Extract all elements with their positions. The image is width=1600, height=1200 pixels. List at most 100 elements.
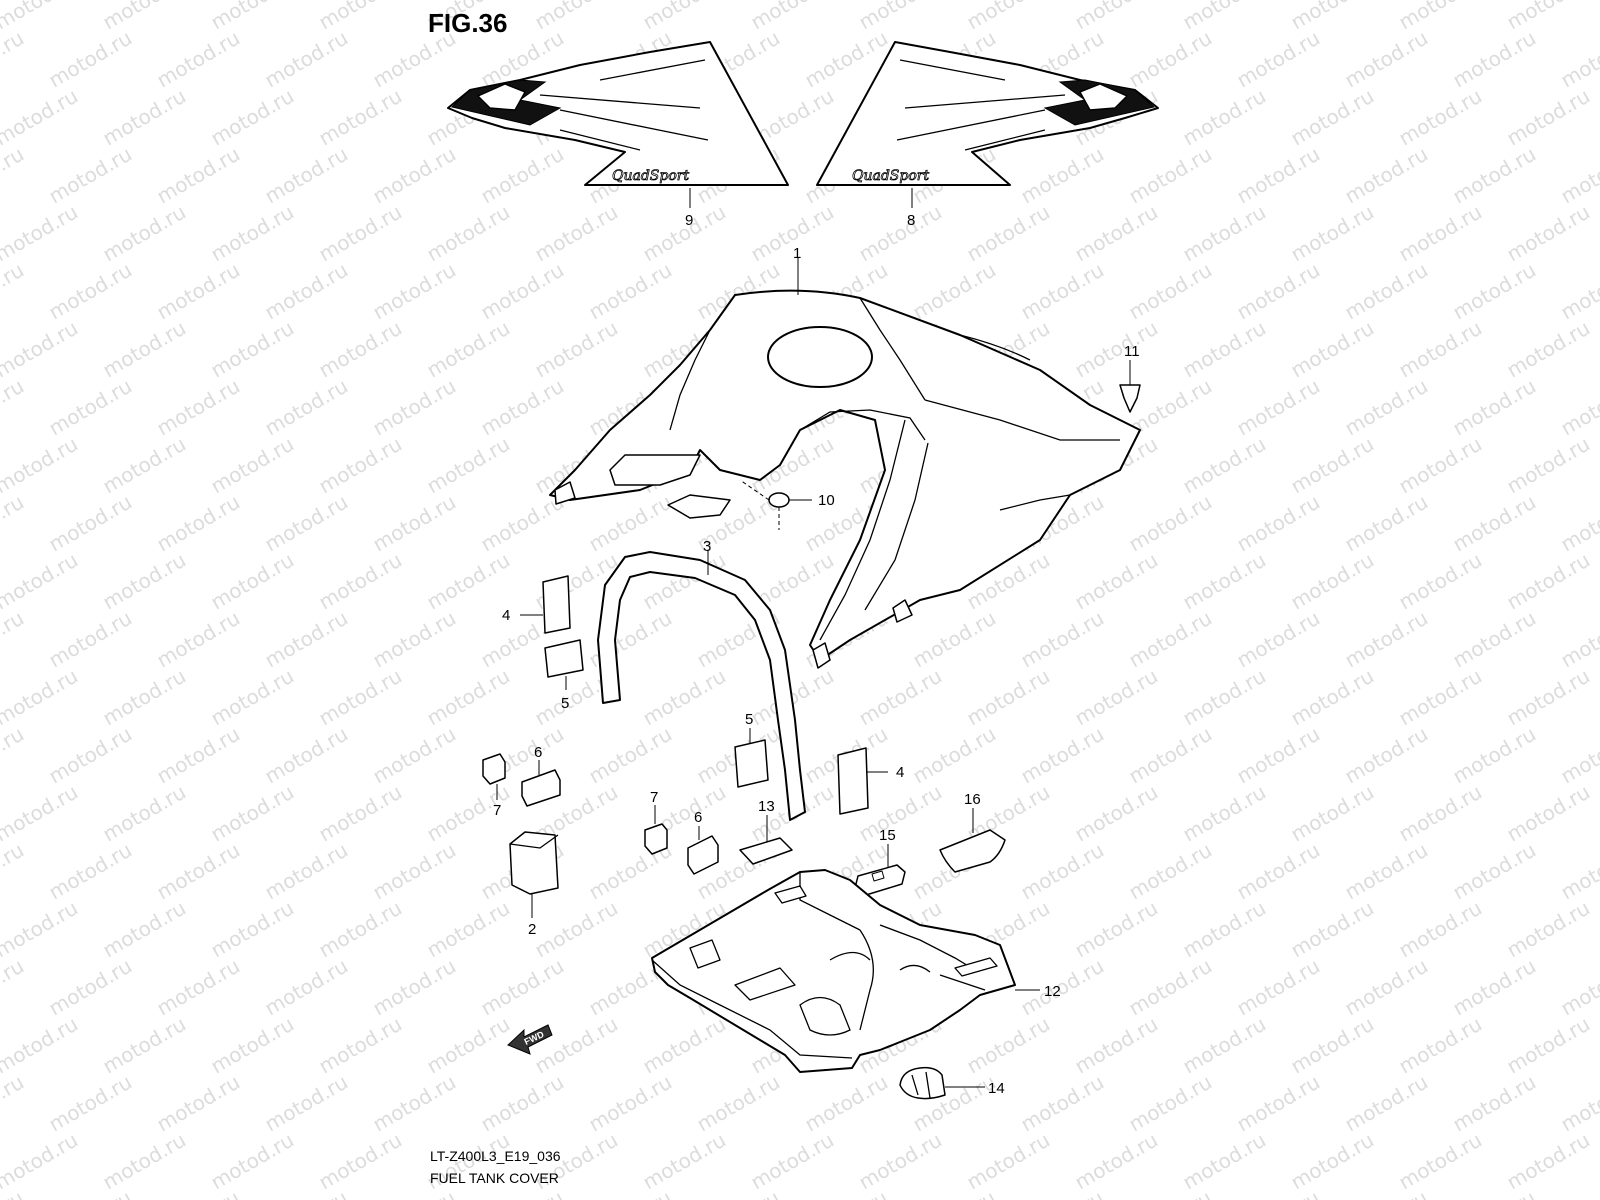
- watermark-text: motod.ru: [261, 258, 352, 325]
- grommet-part-10[interactable]: [739, 479, 812, 530]
- watermark-text: motod.ru: [315, 316, 406, 383]
- watermark-text: motod.ru: [1179, 200, 1270, 267]
- bracket-part-15[interactable]: [854, 844, 906, 896]
- watermark-text: motod.ru: [1287, 1128, 1378, 1195]
- watermark-text: motod.ru: [1503, 664, 1594, 731]
- watermark-text: motod.ru: [1179, 664, 1270, 731]
- watermark-text: motod.ru: [369, 374, 460, 441]
- clip-part-11[interactable]: [1119, 360, 1141, 413]
- watermark-text: motod.ru: [1449, 1070, 1540, 1137]
- watermark-text: motod.ru: [1125, 1070, 1216, 1137]
- watermark-text: motod.ru: [531, 0, 622, 34]
- watermark-text: motod.ru: [0, 432, 82, 499]
- watermark-text: motod.ru: [747, 0, 838, 34]
- watermark-text: motod.ru: [369, 258, 460, 325]
- watermark-text: motod.ru: [1395, 432, 1486, 499]
- flat-pad-part-13[interactable]: [739, 815, 793, 865]
- watermark-text: motod.ru: [315, 1128, 406, 1195]
- watermark-text: motod.ru: [477, 258, 568, 325]
- watermark-text: motod.ru: [423, 664, 514, 731]
- callout-7-left: 7: [493, 802, 501, 819]
- watermark-text: motod.ru: [1557, 258, 1600, 325]
- watermark-text: motod.ru: [1287, 780, 1378, 847]
- watermark-text: motod.ru: [1125, 142, 1216, 209]
- decal-right-part-8[interactable]: QuadSport: [816, 41, 1159, 186]
- watermark-text: motod.ru: [639, 200, 730, 267]
- block-part-6-middle[interactable]: [687, 826, 719, 875]
- watermark-text: motod.ru: [207, 316, 298, 383]
- watermark-text: motod.ru: [423, 432, 514, 499]
- figure-title: FIG.36: [428, 8, 507, 38]
- watermark-text: motod.ru: [1071, 200, 1162, 267]
- watermark-text: motod.ru: [639, 1012, 730, 1079]
- block-part-6-left[interactable]: [521, 760, 561, 807]
- watermark-text: motod.ru: [1341, 490, 1432, 557]
- watermark-text: motod.ru: [639, 664, 730, 731]
- watermark-text: motod.ru: [477, 1070, 568, 1137]
- figure-caption: FUEL TANK COVER: [430, 1170, 559, 1186]
- watermark-text: motod.ru: [1503, 548, 1594, 615]
- pad-part-5-lower[interactable]: [734, 728, 769, 788]
- watermark-text: motod.ru: [1017, 258, 1108, 325]
- watermark-text: motod.ru: [99, 432, 190, 499]
- watermark-text: motod.ru: [45, 142, 136, 209]
- pad-part-5-upper[interactable]: [544, 639, 584, 690]
- watermark-text: motod.ru: [369, 1186, 460, 1200]
- cube-part-2[interactable]: [509, 831, 559, 918]
- watermark-text: motod.ru: [1179, 84, 1270, 151]
- callout-11: 11: [1124, 343, 1140, 360]
- watermark-text: motod.ru: [1449, 26, 1540, 93]
- watermark-text: motod.ru: [99, 896, 190, 963]
- watermark-text: motod.ru: [1395, 664, 1486, 731]
- watermark-text: motod.ru: [1125, 838, 1216, 905]
- watermark-text: motod.ru: [1341, 606, 1432, 673]
- watermark-text: motod.ru: [909, 606, 1000, 673]
- watermark-text: motod.ru: [1557, 374, 1600, 441]
- rubber-strip-part-3[interactable]: [597, 550, 806, 821]
- watermark-text: motod.ru: [1557, 142, 1600, 209]
- watermark-text: motod.ru: [1071, 1128, 1162, 1195]
- block-part-7-middle[interactable]: [644, 805, 668, 855]
- watermark-text: motod.ru: [1287, 84, 1378, 151]
- block-part-7-left[interactable]: [482, 753, 506, 800]
- watermark-text: motod.ru: [207, 1012, 298, 1079]
- watermark-text: motod.ru: [261, 26, 352, 93]
- watermark-text: motod.ru: [153, 374, 244, 441]
- under-tray-part-12[interactable]: [651, 869, 1040, 1073]
- watermark-text: motod.ru: [99, 548, 190, 615]
- fuel-tank-cover-part-1[interactable]: [549, 289, 1141, 669]
- watermark-text: motod.ru: [261, 838, 352, 905]
- watermark-text: motod.ru: [909, 258, 1000, 325]
- watermark-text: motod.ru: [801, 1070, 892, 1137]
- watermark-text: motod.ru: [261, 606, 352, 673]
- watermark-text: motod.ru: [585, 722, 676, 789]
- watermark-text: motod.ru: [1071, 548, 1162, 615]
- watermark-text: motod.ru: [153, 26, 244, 93]
- watermark-text: motod.ru: [1233, 374, 1324, 441]
- watermark-text: motod.ru: [1179, 1012, 1270, 1079]
- watermark-text: motod.ru: [1341, 142, 1432, 209]
- watermark-text: motod.ru: [1071, 0, 1162, 34]
- curved-pad-part-16[interactable]: [939, 808, 1006, 873]
- watermark-text: motod.ru: [45, 490, 136, 557]
- cap-part-14[interactable]: [899, 1066, 985, 1100]
- watermark-text: motod.ru: [1557, 1186, 1600, 1200]
- decal-left-part-9[interactable]: QuadSport: [447, 41, 789, 186]
- pad-part-4-lower[interactable]: [837, 747, 888, 815]
- pad-part-4-upper[interactable]: [520, 575, 571, 634]
- watermark-text: motod.ru: [315, 1012, 406, 1079]
- watermark-text: motod.ru: [0, 142, 28, 209]
- watermark-text: motod.ru: [315, 200, 406, 267]
- watermark-text: motod.ru: [801, 1186, 892, 1200]
- watermark-text: motod.ru: [1503, 0, 1594, 34]
- watermark-text: motod.ru: [0, 374, 28, 441]
- watermark-text: motod.ru: [855, 1128, 946, 1195]
- watermark-text: motod.ru: [0, 84, 82, 151]
- watermark-text: motod.ru: [0, 896, 82, 963]
- watermark-text: motod.ru: [45, 26, 136, 93]
- watermark-text: motod.ru: [315, 84, 406, 151]
- watermark-text: motod.ru: [1503, 780, 1594, 847]
- watermark-text: motod.ru: [45, 258, 136, 325]
- watermark-text: motod.ru: [1017, 142, 1108, 209]
- watermark-text: motod.ru: [477, 142, 568, 209]
